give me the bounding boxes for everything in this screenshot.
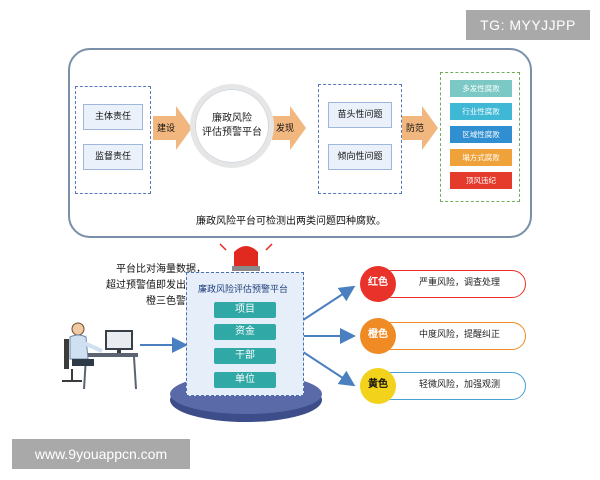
platform-title: 廉政风险评估预警平台 [198,285,289,295]
siren-ray-right [265,243,273,251]
problem-box-2: 倾向性问题 [328,144,392,170]
siren-ray-left [219,243,227,251]
siren-light [234,246,258,266]
chair [64,339,69,369]
responsibility-box-2: 监督责任 [83,144,143,170]
person-arm [83,341,103,353]
prevent-arrow [402,106,438,150]
site-watermark: www.9youappcn.com [12,439,190,469]
platform-item-cadres: 干部 [214,348,276,364]
corruption-tag-1: 多发性腐败 [450,80,512,97]
prevent-label: 防范 [406,124,425,134]
tg-watermark: TG: MYYJJPP [466,10,590,40]
alert-note: 平台比对海量数据， 超过预警值即发出红黄 橙三色警报。 [76,262,206,310]
responsibility-box-1: 主体责任 [83,104,143,130]
red-alert-ball: 红色 [360,266,396,302]
build-arrow [153,106,192,150]
desk-leg-2 [133,356,137,390]
monitor-stand [117,349,121,353]
red-alert-pill: 严重风险，调查处理 [378,270,526,298]
core-line-2: 评估预警平台 [202,127,262,138]
orange-alert-ball: 橙色 [360,318,396,354]
desk-top [82,353,138,357]
core-platform-circle: 廉政风险 评估预警平台 [190,84,274,168]
core-line-1: 廉政风险 [212,113,252,124]
alert-note-line-1: 平台比对海量数据， [116,264,206,275]
top-caption: 廉政风险平台可检测出两类问题四种腐败。 [196,216,386,227]
corruption-tag-5: 顶风违纪 [450,172,512,189]
yellow-alert-pill: 轻微风险，加强观测 [378,372,526,400]
problem-box-1: 苗头性问题 [328,102,392,128]
platform-to-yellow-arrow [299,349,356,387]
build-label: 建设 [157,124,176,134]
analyst-illustration [62,322,138,390]
platform-item-project: 项目 [214,302,276,318]
platform-item-funds: 资金 [214,324,276,340]
corruption-tag-2: 行业性腐败 [450,103,512,120]
alert-note-line-2: 超过预警值即发出红黄 [106,280,206,291]
alert-note-line-3: 橙三色警报。 [146,296,206,307]
yellow-alert-ball: 黄色 [360,368,396,404]
find-arrow [272,106,306,150]
corruption-tag-4: 塌方式腐败 [450,149,512,166]
person-legs [72,359,94,366]
person-body [69,334,89,360]
platform-to-red-arrow [299,285,356,323]
platform-item-units: 单位 [214,372,276,388]
orange-alert-pill: 中度风险，提醒纠正 [378,322,526,350]
corruption-tag-3: 区域性腐败 [450,126,512,143]
find-label: 发现 [276,124,295,134]
siren-base [232,266,260,271]
